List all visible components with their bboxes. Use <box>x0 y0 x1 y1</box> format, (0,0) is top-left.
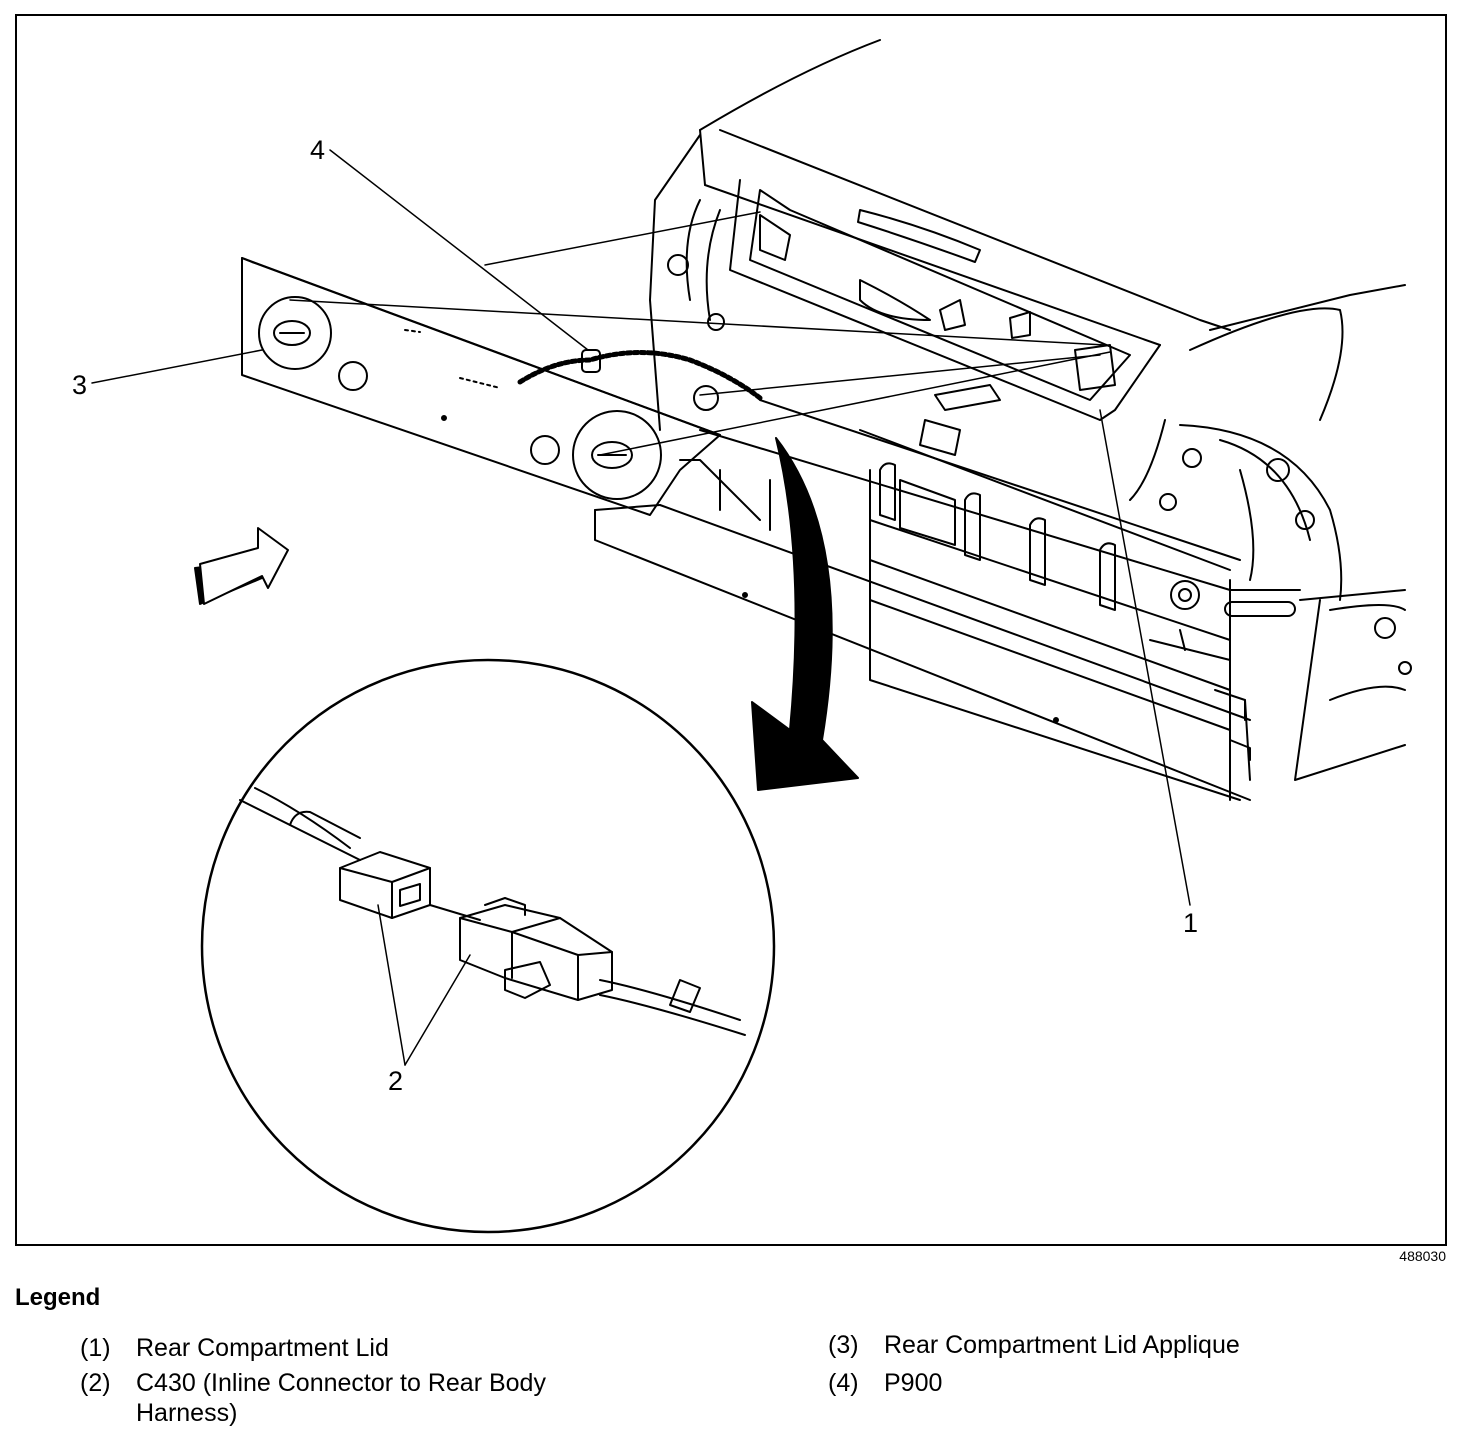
callout-leaders <box>91 149 1191 1066</box>
diagram-frame <box>15 14 1447 1246</box>
p900-harness <box>517 349 763 401</box>
legend-item-number: (1) <box>80 1334 111 1362</box>
callout-3: 3 <box>72 370 88 400</box>
legend-item-label: C430 (Inline Connector to Rear Body Harn… <box>136 1369 546 1427</box>
callout-4: 4 <box>310 135 326 165</box>
rear-compartment-lid-applique <box>241 257 721 516</box>
detail-circle <box>200 658 776 1234</box>
exploded-view-illustration <box>91 39 1412 1234</box>
callout-2: 2 <box>388 1066 404 1096</box>
alignment-lines <box>289 211 1111 456</box>
figure-id: 488030 <box>1399 1248 1446 1264</box>
legend-title: Legend <box>15 1284 101 1311</box>
lower-rail <box>594 459 1251 801</box>
callout-1: 1 <box>1183 908 1199 938</box>
rear-body-structure <box>1129 284 1412 781</box>
legend-item-label: Rear Compartment Lid <box>136 1334 389 1362</box>
legend-item-number: (3) <box>828 1331 859 1359</box>
legend-item-number: (2) <box>80 1369 111 1397</box>
legend-item-label: P900 <box>884 1369 943 1397</box>
view-direction-arrow <box>194 527 289 605</box>
legend-item-number: (4) <box>828 1369 859 1397</box>
legend-item-label: Rear Compartment Lid Applique <box>884 1331 1240 1359</box>
detail-arrow <box>751 437 859 791</box>
rear-compartment-lid <box>649 39 1231 431</box>
